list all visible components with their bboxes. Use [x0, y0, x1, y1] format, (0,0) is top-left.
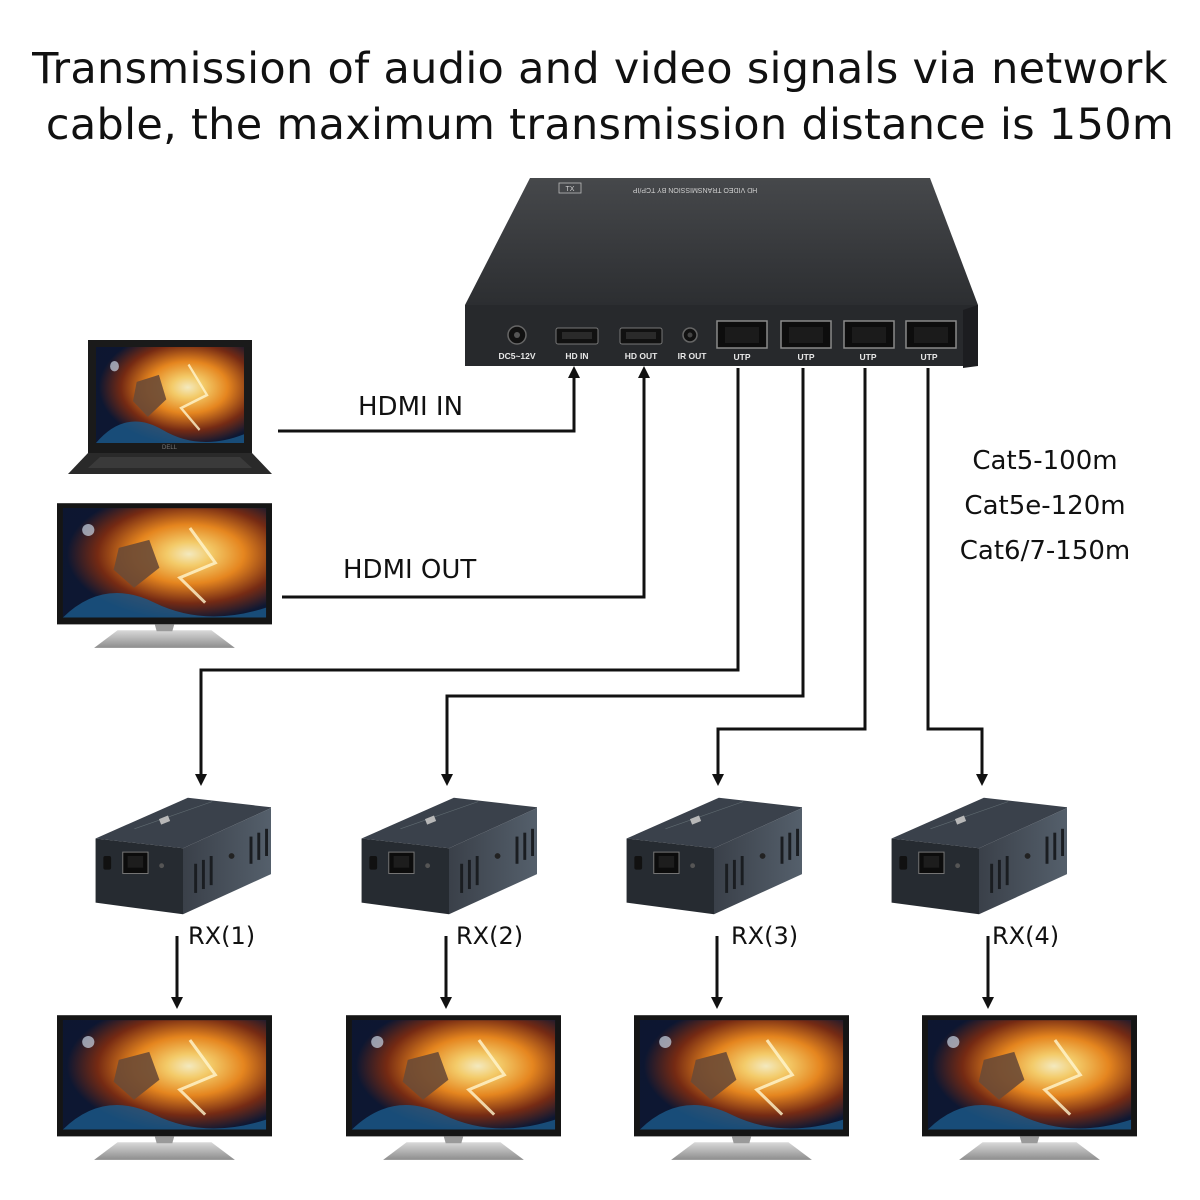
rx1-label: RX(1)	[188, 922, 256, 950]
utp-port-2: UTP	[780, 320, 832, 362]
cable-spec-cat5: Cat5-100m	[972, 446, 1118, 476]
utp-port-4: UTP	[905, 320, 957, 362]
rx1-monitor	[57, 1015, 272, 1160]
receiver-device-2	[361, 796, 537, 916]
hdmi-in-cable	[278, 366, 580, 433]
diagram-title-line-2: cable, the maximum transmission distance…	[45, 100, 1175, 150]
rx3-label: RX(3)	[731, 922, 799, 950]
transmitter-top-text: HD VIDEO TRANSMISSION BY TCP/IP	[632, 186, 757, 193]
laptop-brand: DELL	[162, 445, 178, 451]
cables	[171, 366, 994, 1009]
utp-cable-4	[926, 368, 988, 786]
laptop-icon: DELL	[68, 340, 272, 474]
receiver-device-1	[95, 796, 271, 916]
hdmi-out-cable	[282, 366, 650, 599]
hdmi-out-monitor	[57, 503, 272, 648]
transmitter-device: HD VIDEO TRANSMISSION BY TCP/IP TX DC5~1…	[465, 178, 978, 368]
port-label-power: DC5~12V	[498, 351, 535, 361]
utp-port-1: UTP	[716, 320, 768, 362]
port-label-utp-1: UTP	[734, 352, 751, 362]
rx3-monitor	[634, 1015, 849, 1160]
port-label-hd-out: HD OUT	[625, 351, 658, 361]
hdmi-out-label: HDMI OUT	[343, 555, 477, 585]
cable-spec-cat6-7: Cat6/7-150m	[959, 536, 1131, 566]
utp-cable-3	[712, 368, 867, 786]
port-label-utp-2: UTP	[798, 352, 815, 362]
transmitter-top-label: HD VIDEO TRANSMISSION BY TCP/IP TX	[558, 182, 757, 194]
diagram-title-line-1: Transmission of audio and video signals …	[32, 44, 1168, 94]
utp-cable-2	[441, 368, 805, 786]
port-label-utp-3: UTP	[860, 352, 877, 362]
cable-spec-cat5e: Cat5e-120m	[964, 491, 1126, 521]
transmitter-badge: TX	[566, 186, 575, 193]
rx4-label: RX(4)	[992, 922, 1060, 950]
port-label-ir-out: IR OUT	[678, 351, 708, 361]
receiver-device-4	[891, 796, 1067, 916]
rx2-monitor	[346, 1015, 561, 1160]
hdmi-in-label: HDMI IN	[358, 392, 464, 422]
rx2-label: RX(2)	[456, 922, 524, 950]
receiver-device-3	[626, 796, 802, 916]
utp-port-3: UTP	[843, 320, 895, 362]
rx4-monitor	[922, 1015, 1137, 1160]
port-label-utp-4: UTP	[921, 352, 938, 362]
port-label-hd-in: HD IN	[565, 351, 588, 361]
utp-cable-1	[195, 368, 740, 786]
